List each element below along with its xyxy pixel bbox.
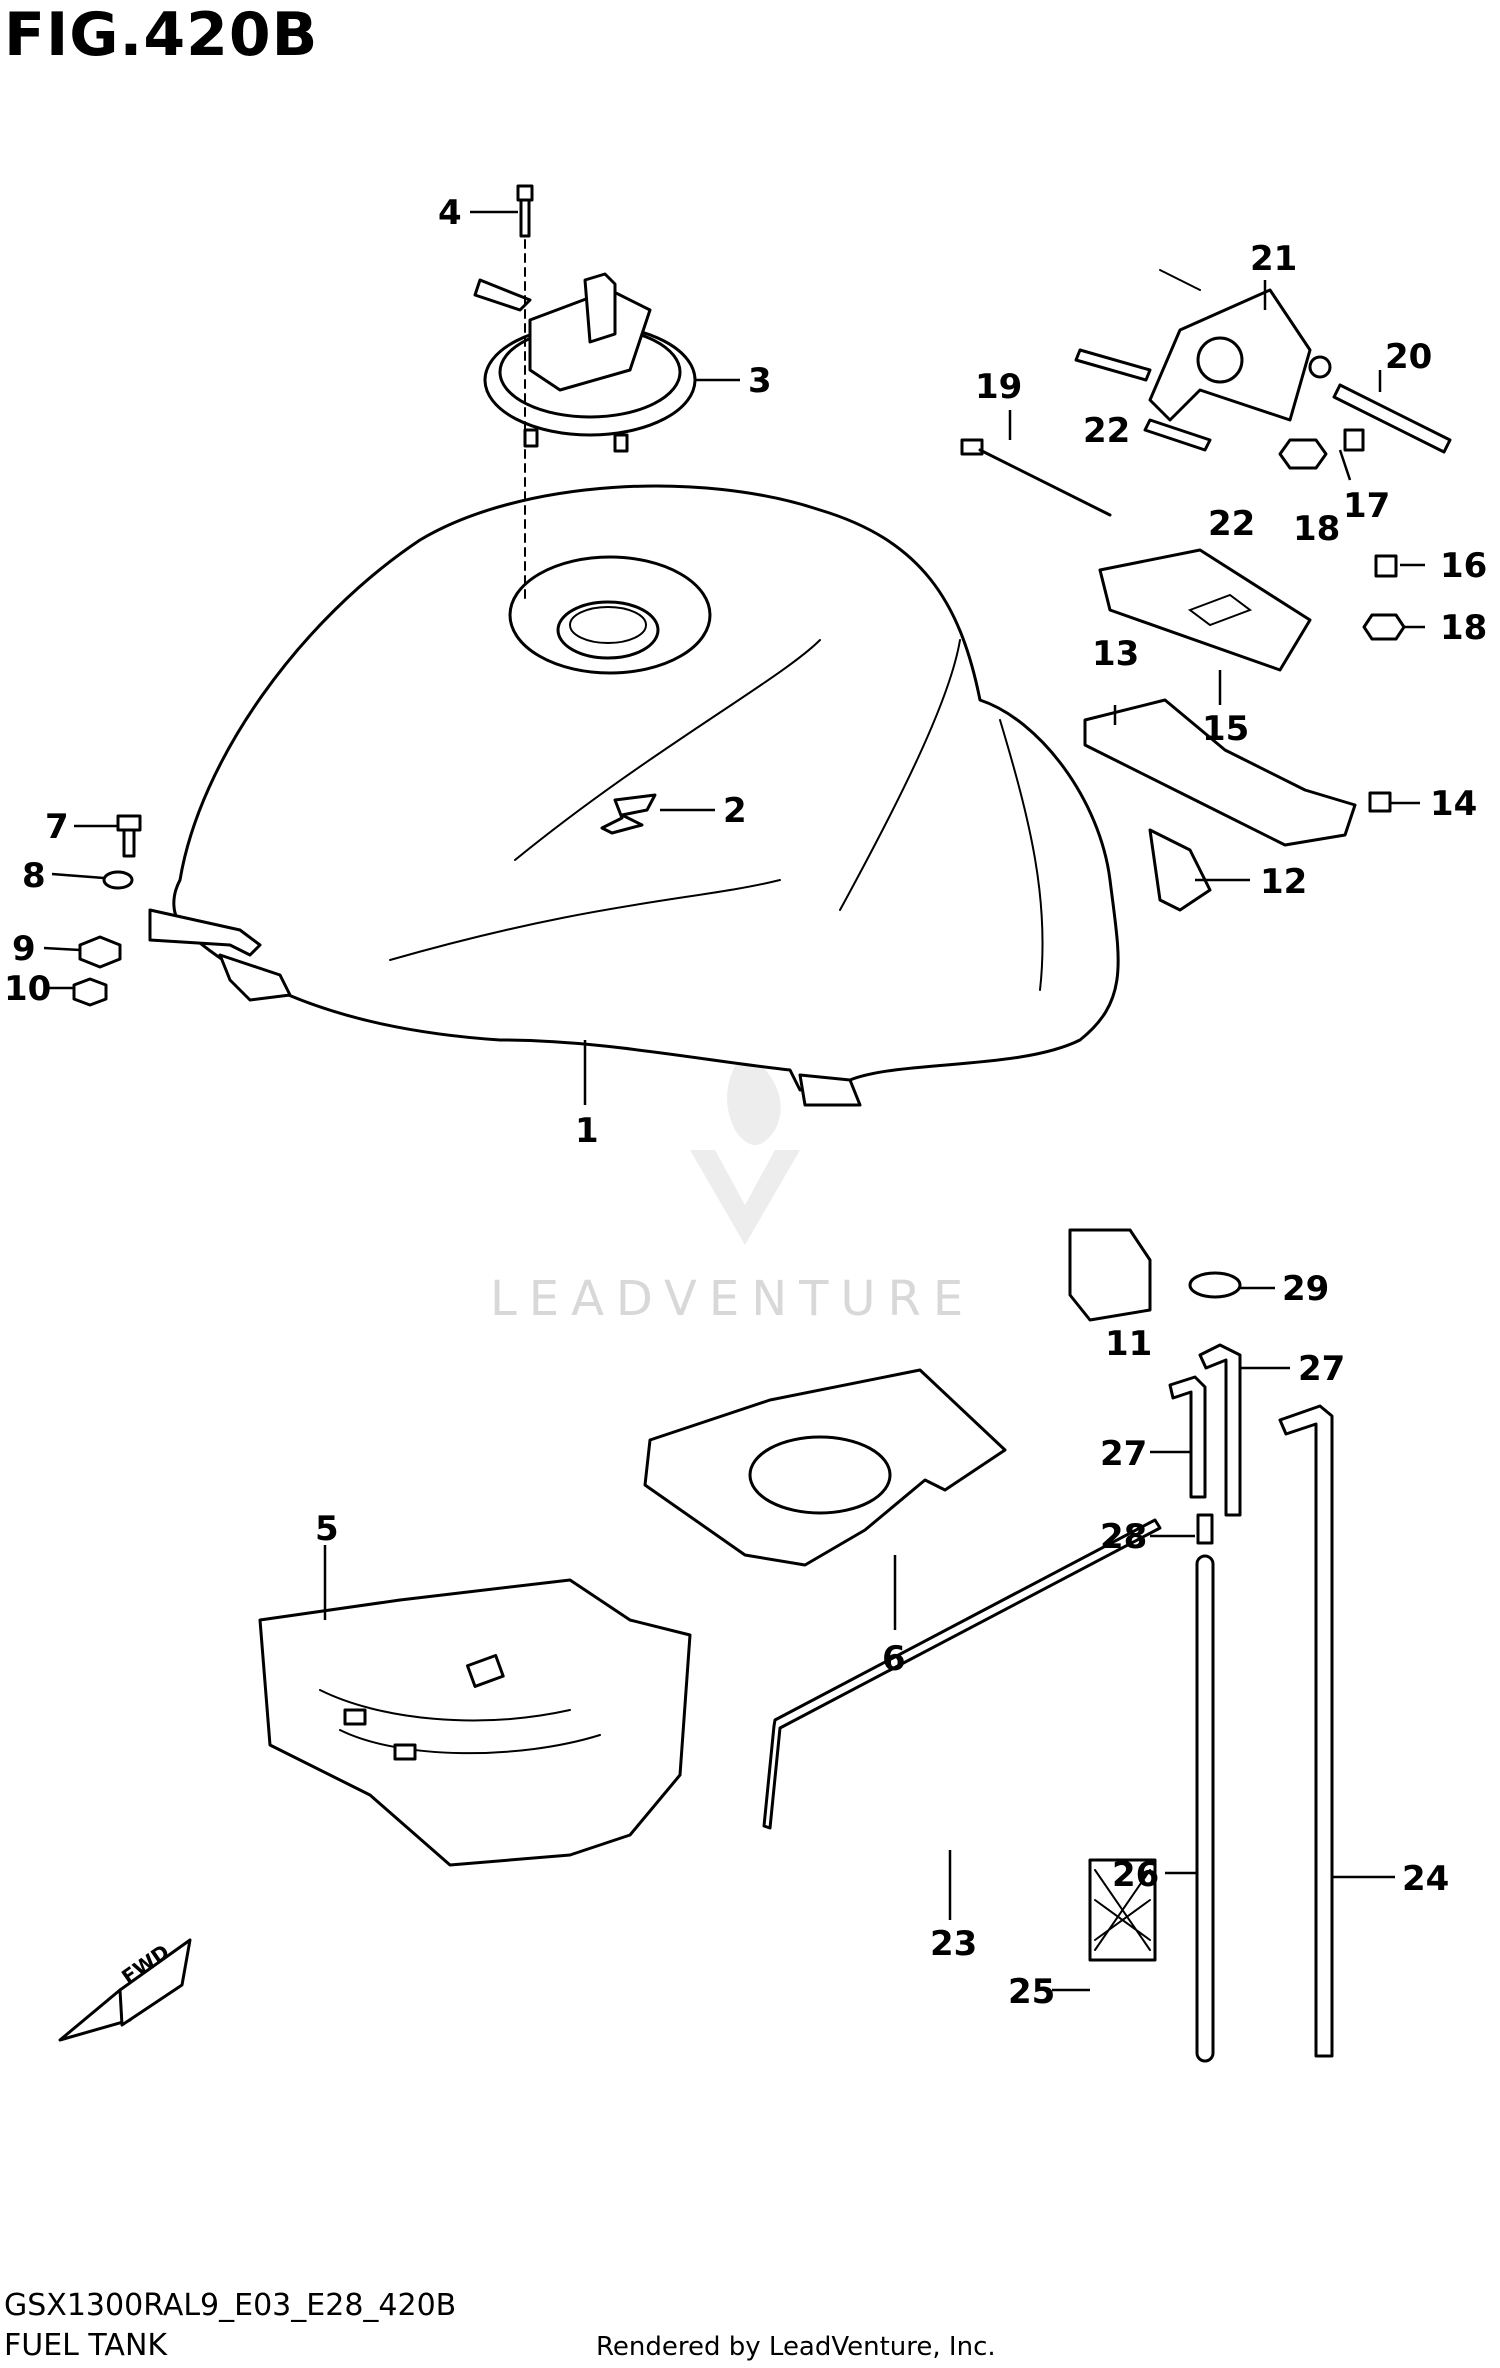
part-hose-26 (1195, 1554, 1215, 2063)
callout-labels: 1 2 3 4 5 6 7 8 9 10 11 12 13 14 15 16 1… (4, 193, 1487, 2012)
section-name: FUEL TANK (4, 2328, 168, 2363)
part-bracket-15 (1098, 548, 1312, 672)
part-washer-8 (102, 870, 134, 890)
callout-24: 24 (1402, 1859, 1449, 1899)
callout-11: 11 (1105, 1324, 1152, 1364)
callout-6: 6 (882, 1639, 906, 1679)
callout-25: 25 (1008, 1972, 1055, 2012)
callout-12: 12 (1260, 862, 1307, 902)
callout-22a: 22 (1083, 411, 1130, 451)
callout-4: 4 (438, 193, 462, 233)
part-fuel-cap (473, 272, 697, 453)
rendered-by: Rendered by LeadVenture, Inc. (596, 2332, 996, 2362)
part-hose-24 (1278, 1404, 1334, 2058)
callout-28: 28 (1100, 1517, 1147, 1557)
part-rubber-22b (1143, 418, 1212, 452)
watermark-text: LEADVENTURE (490, 1271, 975, 1327)
part-plate-13 (1083, 698, 1357, 847)
callout-1: 1 (575, 1111, 599, 1151)
part-bolt-14 (1368, 791, 1392, 813)
callout-14: 14 (1430, 784, 1477, 824)
callout-27a: 27 (1298, 1349, 1345, 1389)
model-code: GSX1300RAL9_E03_E28_420B (4, 2288, 457, 2323)
watermark-logo-icon (690, 1050, 800, 1245)
part-bracket-21 (1148, 269, 1332, 422)
callout-8: 8 (22, 856, 46, 896)
figure-title: FIG.420B (4, 0, 319, 70)
callout-7: 7 (45, 807, 69, 847)
part-fuel-tank (148, 484, 1120, 1107)
callout-10: 10 (4, 969, 51, 1009)
callout-3: 3 (748, 361, 772, 401)
part-bolt-17 (1343, 428, 1365, 452)
part-ring-29 (1188, 1271, 1242, 1299)
callout-27b: 27 (1100, 1434, 1147, 1474)
callout-15: 15 (1202, 709, 1249, 749)
part-nut-18b (1362, 613, 1406, 641)
part-rod-23 (762, 1518, 1162, 1830)
callout-5: 5 (315, 1509, 339, 1549)
callout-16: 16 (1440, 546, 1487, 586)
part-rubber-22a (1074, 348, 1152, 382)
callout-22b: 22 (1208, 504, 1255, 544)
part-bolt-4 (516, 184, 534, 601)
part-cushion-12 (1148, 828, 1212, 912)
callout-13: 13 (1092, 634, 1139, 674)
part-bolt-16 (1374, 554, 1398, 578)
callout-18b: 18 (1440, 608, 1487, 648)
callout-20: 20 (1385, 337, 1432, 377)
callout-17: 17 (1343, 486, 1390, 526)
part-hose-27b (1198, 1343, 1242, 1517)
callout-19: 19 (975, 367, 1022, 407)
part-nut-18a (1278, 438, 1328, 470)
part-clamp-11 (1068, 1228, 1152, 1322)
part-joint-28 (1196, 1513, 1214, 1545)
fwd-arrow-icon (58, 1938, 192, 2042)
part-mat-5 (258, 1578, 692, 1867)
callout-18a: 18 (1293, 509, 1340, 549)
part-hose-27a (1168, 1375, 1207, 1499)
part-bolt-19 (960, 438, 1112, 517)
callout-9: 9 (12, 929, 36, 969)
callout-23: 23 (930, 1924, 977, 1964)
part-collar-10 (72, 977, 108, 1007)
callout-21: 21 (1250, 239, 1297, 279)
callout-2: 2 (723, 791, 747, 831)
callout-29: 29 (1282, 1269, 1329, 1309)
callout-26: 26 (1112, 1855, 1159, 1895)
part-bolt-7 (116, 814, 142, 858)
part-cushion-9 (78, 935, 122, 969)
leader-lines (43, 210, 1425, 1992)
part-rod-20 (1332, 383, 1452, 454)
part-mat-6 (643, 1368, 1007, 1567)
